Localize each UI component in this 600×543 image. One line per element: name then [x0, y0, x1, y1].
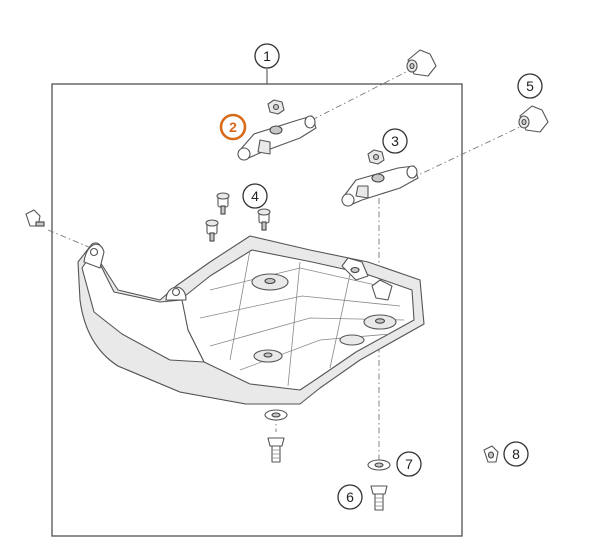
- callout-4: 4: [242, 183, 268, 209]
- skid-plate: [77, 235, 425, 405]
- bracket-part-3: [341, 165, 419, 207]
- callout-2-label: 2: [229, 119, 237, 135]
- washer-screw-left: [264, 409, 288, 463]
- screw-left: [25, 209, 45, 227]
- callout-6-label: 6: [346, 489, 354, 505]
- screw-part-6: [370, 485, 388, 511]
- callout-7: 7: [396, 451, 422, 477]
- callout-5-label: 5: [526, 78, 534, 94]
- callout-3: 3: [382, 128, 408, 154]
- washer-part-7: [367, 459, 391, 471]
- callout-3-label: 3: [391, 133, 399, 149]
- nut-bracket-2: [267, 99, 285, 115]
- rubber-bumpers-part-4: [205, 192, 271, 242]
- callout-6: 6: [337, 484, 363, 510]
- callout-1: 1: [254, 43, 280, 69]
- callout-8-label: 8: [512, 446, 520, 462]
- bracket-part-2: [237, 115, 317, 161]
- callout-4-label: 4: [251, 188, 259, 204]
- callout-1-label: 1: [263, 48, 271, 64]
- assembly-frame: [51, 83, 463, 537]
- collar-part-5: [518, 105, 549, 133]
- screw-part-8: [483, 445, 499, 463]
- nut-bracket-3: [367, 149, 385, 165]
- callout-8: 8: [503, 441, 529, 467]
- callout-5: 5: [517, 73, 543, 99]
- callout-7-label: 7: [405, 456, 413, 472]
- collar-part-5-top: [406, 49, 437, 77]
- callout-2: 2: [219, 113, 247, 141]
